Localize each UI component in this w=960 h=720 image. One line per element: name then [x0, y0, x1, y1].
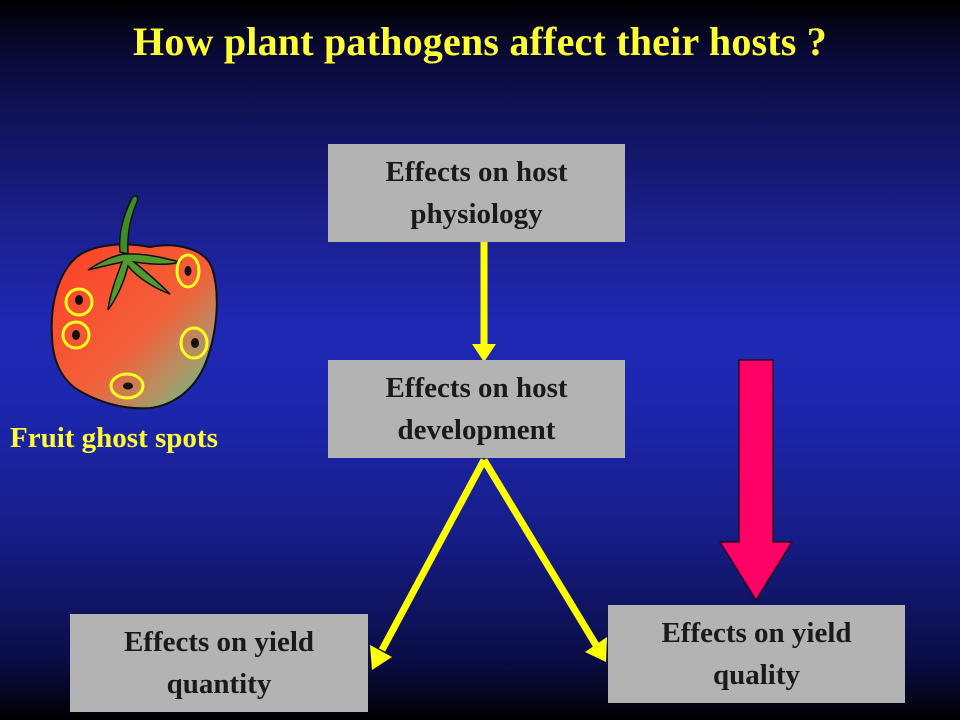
arrow-physiology-to-development	[472, 242, 496, 362]
box-host-development-line1: Effects on host	[385, 372, 568, 404]
box-yield-quality: Effects on yield quality	[608, 605, 905, 703]
illustration-caption: Fruit ghost spots	[10, 422, 218, 454]
tomato-illustration	[50, 195, 218, 410]
arrow-development-to-quantity	[370, 458, 488, 670]
box-yield-quality-line2: quality	[712, 659, 801, 691]
box-yield-quantity: Effects on yield quantity	[70, 614, 368, 712]
tomato-stem	[118, 195, 139, 255]
tomato-body	[50, 243, 218, 410]
box-yield-quantity-line2: quantity	[166, 668, 272, 700]
slide-title: How plant pathogens affect their hosts ?	[133, 19, 827, 64]
tomato-calyx	[87, 253, 183, 311]
box-yield-quantity-line1: Effects on yield	[123, 626, 315, 658]
arrow-red-down	[718, 359, 794, 602]
box-host-development: Effects on host development	[328, 360, 625, 458]
ghost-spots	[61, 253, 209, 400]
box-host-physiology-line1: Effects on host	[385, 156, 568, 188]
box-yield-quality-line1: Effects on yield	[661, 617, 852, 649]
box-host-development-line2: development	[397, 414, 556, 446]
box-host-physiology: Effects on host physiology	[328, 144, 625, 242]
arrow-development-to-quality	[481, 458, 607, 662]
box-host-physiology-line2: physiology	[410, 198, 543, 230]
